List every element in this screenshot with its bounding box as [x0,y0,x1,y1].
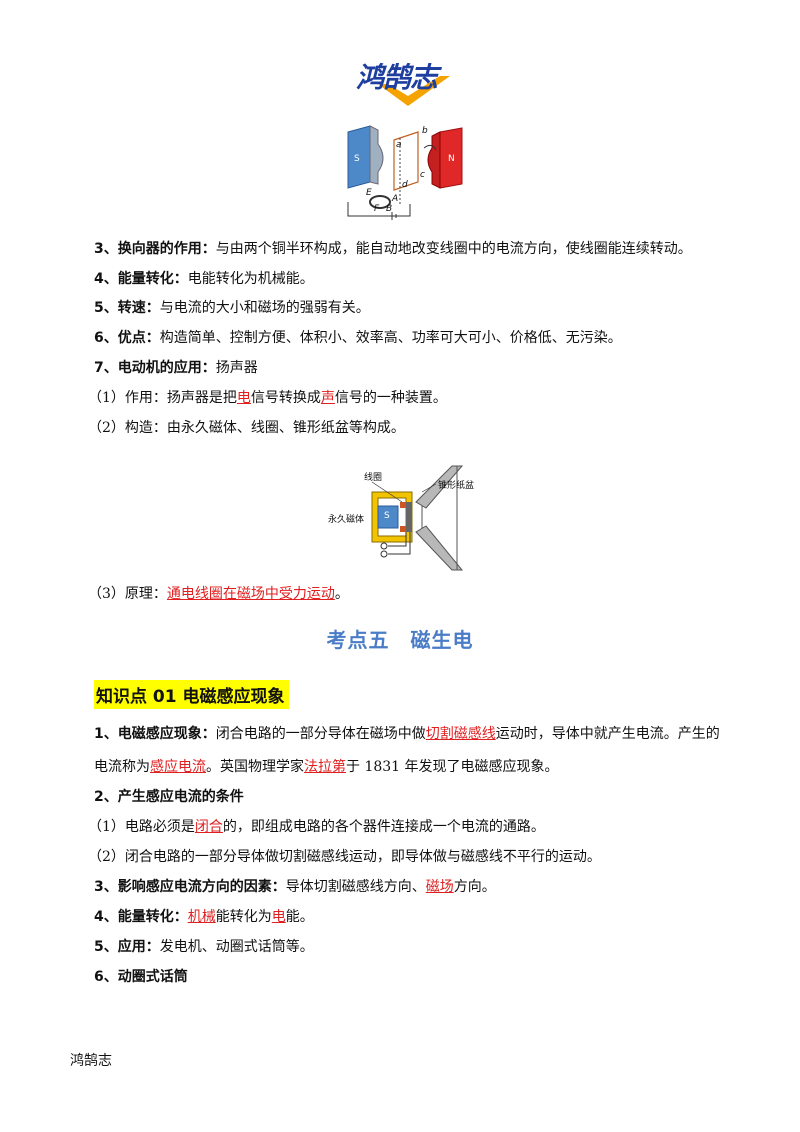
label-A: A [392,194,399,204]
label-E: E [366,188,372,198]
line-energy-conversion: 4、能量转化：电能转化为机械能。 [94,271,314,287]
line-conditions-title: 2、产生感应电流的条件 [94,789,244,805]
logo-text: 鸿鹄志 [356,61,438,94]
speaker-diagram: 线圈 锥形纸盆 永久磁体 S [326,462,486,582]
line-commutator: 3、换向器的作用：与由两个铜半环构成，能自动地改变线圈中的电流方向，使线圈能连续… [94,241,692,257]
cone-label: 锥形纸盆 [438,481,475,491]
line-microphone-title: 6、动圈式话筒 [94,969,188,985]
line-speaker-principle: （3）原理：通电线圈在磁场中受力运动。 [88,586,349,602]
speaker-pole-s: S [384,511,390,521]
label-d: d [402,180,408,190]
label-a: a [396,140,402,150]
pole-s-label: S [354,154,360,164]
label-F: F [374,204,380,214]
line-application: 7、电动机的应用：扬声器 [94,360,258,376]
footer-brand: 鸿鹄志 [70,1053,112,1069]
line-speaker-structure: （2）构造：由永久磁体、线圈、锥形纸盆等构成。 [88,420,405,436]
magnet-label: 永久磁体 [328,515,365,525]
line-speaker-function: （1）作用：扬声器是把电信号转换成声信号的一种装置。 [88,390,447,406]
label-b: b [422,126,428,136]
label-B: B [386,204,393,214]
label-c: c [420,170,425,180]
line-direction-factors: 3、影响感应电流方向的因素：导体切割磁感线方向、磁场方向。 [94,879,496,895]
logo: 鸿鹄志 [350,54,470,110]
line-condition-2: （2）闭合电路的一部分导体做切割磁感线运动，即导体做与磁感线不平行的运动。 [88,849,601,865]
line-induced-current: 电流称为感应电流。英国物理学家法拉第于 1831 年发现了电磁感应现象。 [94,759,559,775]
section-title: 考点五 磁生电 [326,628,474,652]
coil-label: 线圈 [364,473,383,483]
pole-n-label: N [448,154,455,164]
line-kp-application: 5、应用：发电机、动圈式话筒等。 [94,939,314,955]
motor-diagram: S N a b c d A B E F [340,122,470,222]
logo-check-icon [378,76,450,106]
line-speed: 5、转速：与电流的大小和磁场的强弱有关。 [94,300,370,316]
line-condition-1: （1）电路必须是闭合的，即组成电路的各个器件连接成一个电流的通路。 [88,819,545,835]
knowledge-point-header: 知识点 01 电磁感应现象 [94,680,289,709]
line-advantages: 6、优点：构造简单、控制方便、体积小、效率高、功率可大可小、价格低、无污染。 [94,330,622,346]
line-em-induction: 1、电磁感应现象：闭合电路的一部分导体在磁场中做切割磁感线运动时，导体中就产生电… [94,726,720,742]
line-kp-energy: 4、能量转化：机械能转化为电能。 [94,909,314,925]
